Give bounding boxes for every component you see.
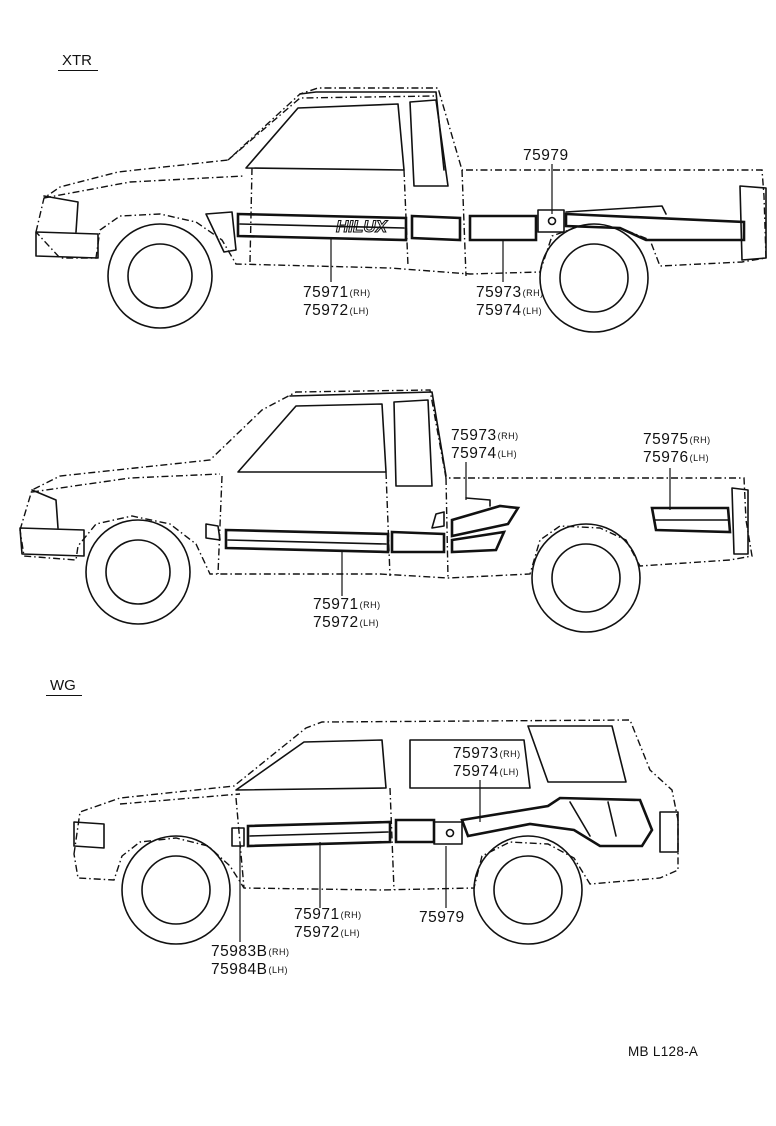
side-suffix: (LH) <box>268 964 288 975</box>
side-suffix: (RH) <box>497 431 519 441</box>
side-suffix: (RH) <box>349 288 371 298</box>
callout-wg-fuel-lid: 75979 <box>419 910 465 926</box>
side-suffix: (LH) <box>340 927 361 938</box>
side-suffix: (RH) <box>522 288 544 298</box>
part-number: 75974 <box>453 762 499 780</box>
section-label-wg: WG <box>46 678 82 696</box>
part-number: 75973 <box>476 284 522 301</box>
side-suffix: (LH) <box>522 305 543 316</box>
side-suffix: (LH) <box>359 617 380 628</box>
part-number: 75971 <box>303 284 349 301</box>
side-suffix: (LH) <box>349 305 370 316</box>
part-number: 75979 <box>419 909 465 926</box>
callout-front-door-stripe: 75971(RH) 75972(LH) <box>303 285 371 318</box>
callout-rear-stripe: 75973(RH) 75974(LH) <box>476 285 544 318</box>
callout-wg-fender-mark: 75983B(RH) 75984B(LH) <box>211 944 289 977</box>
side-suffix: (LH) <box>499 766 520 777</box>
part-number: 75983B <box>211 943 268 960</box>
section-label-xtr: XTR <box>58 53 98 71</box>
part-number: 75984B <box>211 960 268 978</box>
xtr-pickup-alt-drawing <box>19 389 753 633</box>
side-suffix: (RH) <box>359 600 381 610</box>
part-number: 75974 <box>451 444 497 462</box>
callout-fuel-lid-emblem: 75979 <box>523 148 569 164</box>
part-number: 75971 <box>313 596 359 613</box>
part-number: 75972 <box>303 301 349 319</box>
wg-suv-drawing <box>73 719 679 945</box>
part-number: 75972 <box>313 613 359 631</box>
part-number: 75979 <box>523 147 569 164</box>
side-suffix: (RH) <box>499 749 521 759</box>
callout-wg-door-stripe: 75971(RH) 75972(LH) <box>294 907 362 940</box>
part-number: 75976 <box>643 448 689 466</box>
part-number: 75973 <box>451 427 497 444</box>
side-suffix: (RH) <box>340 910 362 920</box>
callout-door-stripe: 75971(RH) 75972(LH) <box>313 597 381 630</box>
callout-quarter-stripe: 75973(RH) 75974(LH) <box>451 428 519 461</box>
drawing-code: MB L128-A <box>628 1044 699 1059</box>
part-number: 75973 <box>453 745 499 762</box>
xtr-pickup-drawing <box>35 87 767 333</box>
side-suffix: (LH) <box>497 448 518 459</box>
side-suffix: (RH) <box>268 947 290 957</box>
part-number: 75971 <box>294 906 340 923</box>
hilux-badge: HILUX <box>336 217 389 236</box>
callout-wg-quarter-stripe: 75973(RH) 75974(LH) <box>453 746 521 779</box>
side-suffix: (LH) <box>689 452 710 463</box>
part-number: 75972 <box>294 923 340 941</box>
part-number: 75975 <box>643 431 689 448</box>
part-number: 75974 <box>476 301 522 319</box>
side-suffix: (RH) <box>689 435 711 445</box>
callout-bed-stripe: 75975(RH) 75976(LH) <box>643 432 711 465</box>
